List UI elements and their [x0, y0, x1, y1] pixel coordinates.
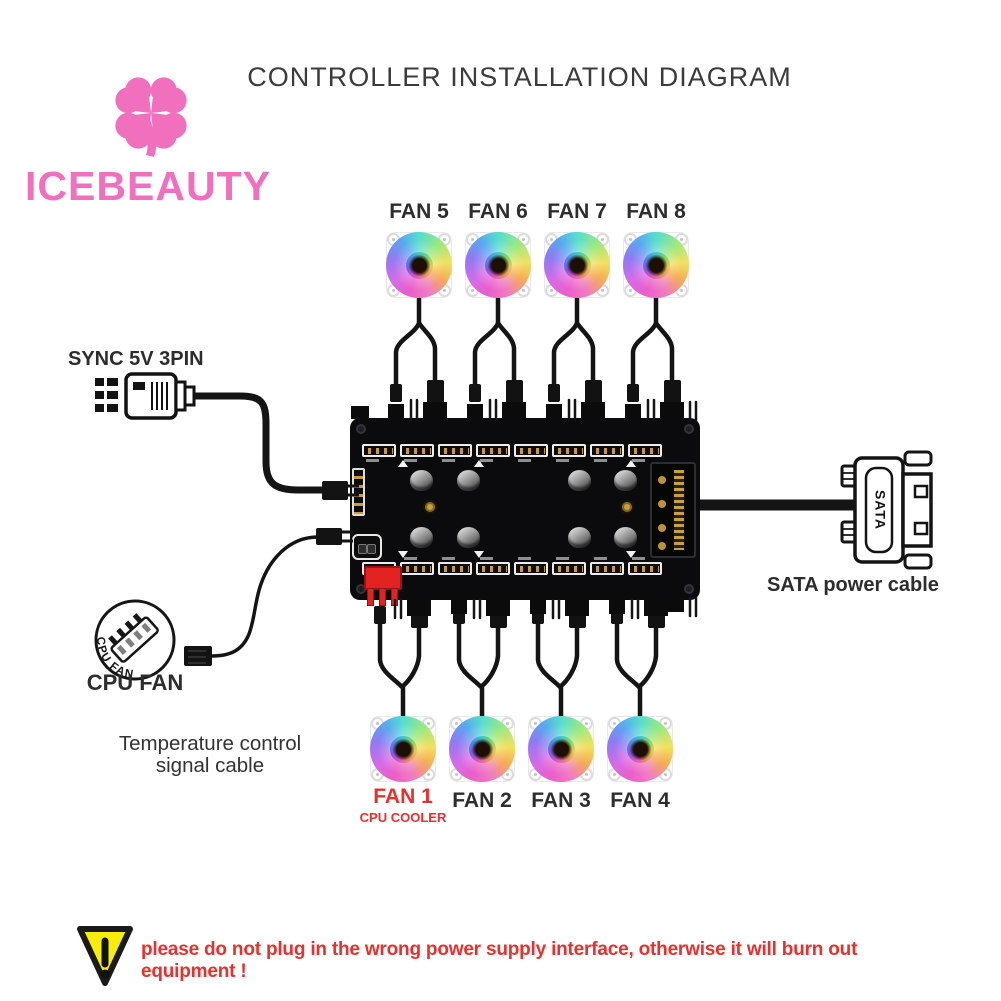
fan6-icon — [465, 232, 531, 298]
cpu-fan-cable — [184, 528, 353, 666]
sata-connector-text: SATA — [872, 490, 888, 530]
fan8-label: FAN 8 — [626, 200, 686, 223]
pin-header — [400, 444, 434, 462]
transistor — [457, 470, 480, 491]
transistor — [410, 470, 433, 491]
fan-cables-bottom — [374, 596, 698, 719]
temp-cable-line2: signal cable — [155, 754, 265, 777]
fan1-red-connector — [364, 566, 402, 590]
pin-header — [552, 444, 586, 462]
pin-header — [514, 557, 548, 575]
sata-cable-label: SATA power cable — [767, 574, 939, 596]
fan5-label: FAN 5 — [389, 200, 449, 223]
fan1-sublabel: CPU COOLER — [359, 810, 447, 825]
pin-header — [362, 444, 396, 462]
fan1-red-connector-pin — [367, 588, 374, 606]
clover-icon — [115, 77, 187, 157]
screw-hole — [423, 500, 437, 514]
sync-cable — [194, 392, 359, 500]
sync-input-socket — [352, 468, 365, 516]
pin-header — [514, 444, 548, 462]
sync-connector-icon — [95, 372, 196, 420]
transistor — [410, 527, 433, 548]
temp-cable-line1: Temperature control — [118, 732, 302, 755]
sync-label: SYNC 5V 3PIN — [68, 348, 204, 370]
controller-board — [350, 418, 700, 606]
pin-header — [476, 444, 510, 462]
transistor — [614, 527, 637, 548]
fan3-icon — [528, 716, 594, 782]
pin-header — [400, 557, 434, 575]
sata-connector-icon: SATA — [840, 450, 933, 570]
board-sata-socket — [650, 462, 696, 558]
fan7-icon — [544, 232, 610, 298]
fan2-label: FAN 2 — [452, 789, 512, 812]
fan3-label: FAN 3 — [531, 789, 591, 812]
pin-header — [438, 444, 472, 462]
fan2-icon — [449, 716, 515, 782]
fan7-label: FAN 7 — [547, 200, 607, 223]
fan1-label: FAN 1 — [373, 785, 433, 808]
pin-header — [628, 557, 662, 575]
pin-header — [590, 444, 624, 462]
transistor — [568, 470, 591, 491]
fan6-label: FAN 6 — [468, 200, 528, 223]
pin-header — [590, 557, 624, 575]
warning-icon — [77, 926, 133, 986]
temp-cable-label: Temperature control signal cable — [85, 733, 335, 777]
pin-header — [476, 557, 510, 575]
temp-signal-socket — [352, 534, 382, 560]
page-title: CONTROLLER INSTALLATION DIAGRAM — [247, 62, 792, 92]
warning-text: please do not plug in the wrong power su… — [141, 939, 858, 982]
cpu-fan-label: CPU FAN — [86, 670, 184, 695]
fan1-red-connector-pin — [379, 588, 386, 606]
fan5-icon — [386, 232, 452, 298]
pin-header — [438, 557, 472, 575]
fan4-label: FAN 4 — [610, 789, 670, 812]
fan-cables-top — [351, 292, 698, 422]
transistor — [614, 470, 637, 491]
screw-hole — [620, 500, 634, 514]
cpu-fan-badge-icon: CPU FAN — [94, 599, 176, 681]
transistor — [457, 527, 480, 548]
fan8-icon — [623, 232, 689, 298]
fan1-icon — [370, 716, 436, 782]
brand-name: ICEBEAUTY — [25, 163, 271, 209]
pin-header — [628, 444, 662, 462]
fan4-icon — [607, 716, 673, 782]
transistor — [568, 527, 591, 548]
pin-header — [552, 557, 586, 575]
